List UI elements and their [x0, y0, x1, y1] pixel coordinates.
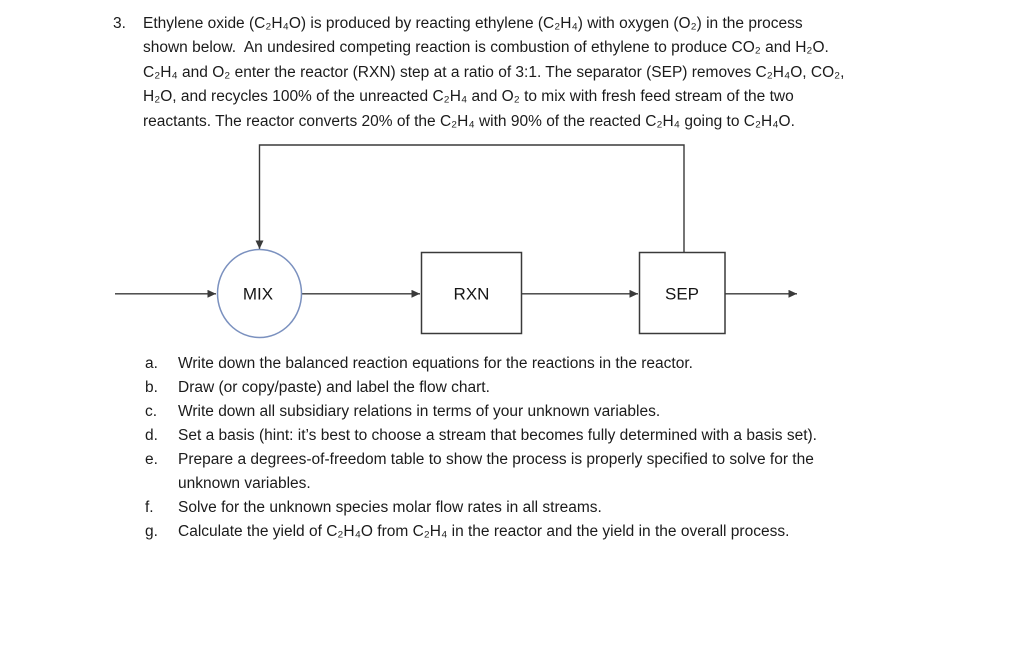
- problem-number: 3.: [113, 15, 126, 32]
- task-row-d: d. Set a basis (hint: it’s best to choos…: [145, 424, 817, 448]
- task-text: Calculate the yield of C₂H₄O from C₂H₄ i…: [178, 523, 790, 540]
- task-row-a: a. Write down the balanced reaction equa…: [145, 352, 817, 376]
- separator-label: SEP: [665, 285, 699, 304]
- problem-text-line-2: shown below. An undesired competing reac…: [143, 39, 829, 57]
- task-text: Solve for the unknown species molar flow…: [178, 499, 602, 516]
- task-letter: d.: [145, 427, 158, 444]
- task-letter: a.: [145, 355, 158, 372]
- task-row-f: f. Solve for the unknown species molar f…: [145, 496, 817, 520]
- task-row-c: c. Write down all subsidiary relations i…: [145, 400, 817, 424]
- task-row-b: b. Draw (or copy/paste) and label the fl…: [145, 376, 817, 400]
- task-letter: g.: [145, 523, 158, 540]
- task-letter: f.: [145, 499, 154, 516]
- problem-text-line-3: C₂H₄ and O₂ enter the reactor (RXN) step…: [143, 63, 845, 81]
- problem-statement: 3. Ethylene oxide (C₂H₄O) is produced by…: [113, 12, 845, 134]
- problem-text-line-1: Ethylene oxide (C₂H₄O) is produced by re…: [143, 15, 803, 32]
- task-list: a. Write down the balanced reaction equa…: [145, 352, 817, 544]
- reactor-label: RXN: [454, 285, 490, 304]
- mixer-node: MIX: [216, 248, 303, 339]
- task-letter: e.: [145, 451, 158, 468]
- task-row-e: e. Prepare a degrees-of-freedom table to…: [145, 448, 817, 472]
- problem-text-line-5: reactants. The reactor converts 20% of t…: [143, 112, 795, 130]
- separator-node: SEP: [638, 251, 726, 335]
- task-letter: b.: [145, 379, 158, 396]
- reactor-node: RXN: [420, 251, 523, 335]
- problem-text-line-4: H₂O, and recycles 100% of the unreacted …: [143, 88, 794, 106]
- task-letter-spacer: [145, 472, 178, 496]
- task-text: Set a basis (hint: it’s best to choose a…: [178, 427, 817, 444]
- task-text: unknown variables.: [178, 475, 311, 492]
- task-text: Write down all subsidiary relations in t…: [178, 403, 661, 420]
- task-text: Prepare a degrees-of-freedom table to sh…: [178, 451, 814, 468]
- recycle-stream-line: [255, 144, 685, 253]
- task-row-e-continued: unknown variables.: [145, 472, 817, 496]
- task-row-g: g. Calculate the yield of C₂H₄O from C₂H…: [145, 520, 817, 544]
- task-text: Write down the balanced reaction equatio…: [178, 355, 693, 372]
- task-text: Draw (or copy/paste) and label the flow …: [178, 379, 490, 396]
- mixer-label: MIX: [243, 285, 273, 304]
- task-letter: c.: [145, 403, 158, 420]
